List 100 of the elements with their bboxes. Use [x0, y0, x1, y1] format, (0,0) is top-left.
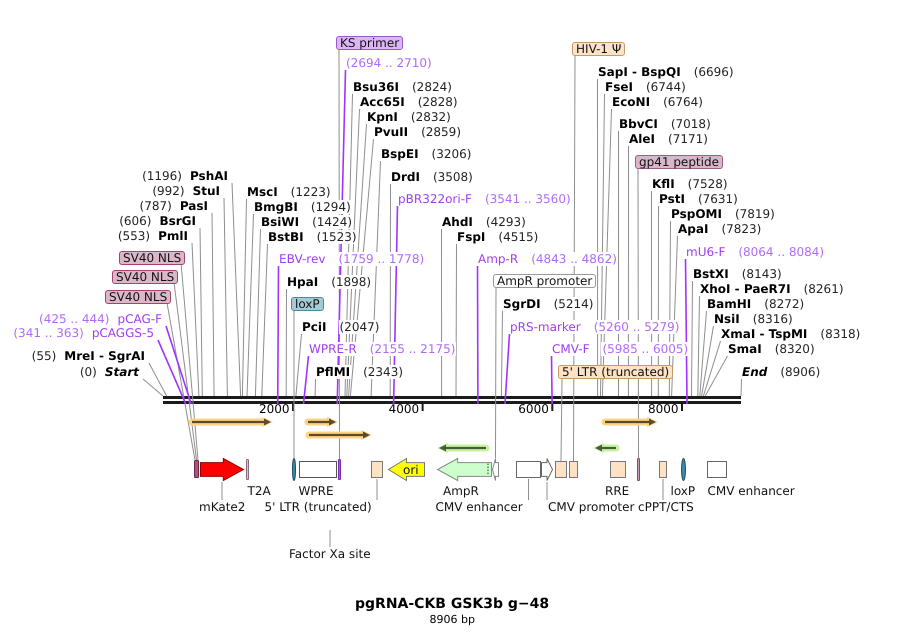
- leader-line: [224, 198, 228, 396]
- primer-position: (1759 .. 1778): [337, 252, 426, 266]
- enzyme-name: SmaI: [727, 342, 763, 356]
- orf-indicator: [437, 443, 490, 453]
- map-end-label: Start: [104, 365, 140, 379]
- cut-position: (8316): [752, 312, 794, 326]
- cut-position: (8261): [802, 282, 845, 296]
- leader-line: [295, 334, 302, 396]
- cut-position: (553): [116, 229, 152, 243]
- feature-label: SV40 NLS: [119, 251, 186, 265]
- leader-line: [254, 228, 261, 396]
- leader-line: [550, 356, 553, 404]
- cut-position: (1424): [311, 215, 354, 229]
- directional-feature: [388, 458, 425, 481]
- dna-backbone: [163, 396, 741, 404]
- feature-label: KS primer: [336, 36, 404, 50]
- leader-line: [528, 478, 529, 500]
- enzyme-name: PmlI: [157, 229, 189, 243]
- leader-line: [662, 478, 664, 500]
- leader-line: [242, 198, 247, 396]
- leader-line: [165, 326, 192, 404]
- cut-position: (992): [151, 184, 186, 198]
- leader-line: [232, 182, 242, 396]
- leader-line: [246, 214, 254, 396]
- enzyme-name: BamHI: [706, 297, 752, 311]
- enzyme-name: PasI: [178, 199, 209, 213]
- cut-position: (2824): [411, 80, 453, 94]
- primer-position: (425 .. 444): [38, 312, 110, 326]
- primer-position: (2155 .. 2175): [368, 342, 456, 356]
- feature-name: CMV promoter: [548, 500, 634, 514]
- cut-position: (2828): [416, 95, 459, 109]
- primer-position: (5985 .. 6005): [601, 342, 690, 356]
- leader-line: [691, 280, 693, 396]
- map-position: (0): [78, 365, 98, 379]
- feature-bar: [681, 458, 686, 481]
- enzyme-name: SgrDI: [502, 297, 542, 311]
- primer-name: pRS-marker: [509, 320, 582, 334]
- primer-name: pCAG-F: [116, 312, 163, 326]
- leader-line: [276, 266, 280, 404]
- enzyme-name: KpnI: [366, 110, 399, 124]
- directional-feature: [492, 458, 499, 481]
- cut-position: (3508): [432, 170, 474, 184]
- feature-name: Factor Xa site: [289, 547, 371, 561]
- enzyme-name: PspOMI: [670, 207, 723, 221]
- enzyme-name: XhoI - PaeR7I: [699, 282, 792, 296]
- feature-box: [707, 461, 727, 478]
- leader-line: [441, 228, 442, 396]
- primer-name: CMV-F: [551, 342, 590, 356]
- primer-name: mU6-F: [685, 245, 726, 259]
- enzyme-name: BmgBI: [253, 200, 299, 214]
- feature-label: gp41 peptide: [635, 155, 723, 169]
- feature-name: CMV enhancer: [436, 500, 523, 514]
- cut-position: (55): [30, 349, 58, 363]
- feature-label: HIV-1 Ψ: [572, 42, 626, 56]
- feature-bar: [338, 459, 341, 480]
- feature-bar: [194, 460, 199, 478]
- enzyme-name: BstXI: [692, 267, 730, 281]
- leader-line: [456, 244, 457, 396]
- enzyme-name: PstI: [658, 192, 686, 206]
- enzyme-name: PflMI: [315, 365, 352, 379]
- primer-name: WPRE-R: [308, 342, 358, 356]
- leader-line: [180, 264, 198, 460]
- feature-name: cPPT/CTS: [638, 500, 694, 514]
- enzyme-name: BbvCI: [618, 117, 659, 131]
- primer-position: (8064 .. 8084): [737, 245, 826, 259]
- cut-position: (4293): [484, 215, 527, 229]
- cut-position: (6764): [662, 95, 704, 109]
- cut-position: (787): [138, 199, 173, 213]
- scale-label: 8000: [648, 402, 679, 416]
- cut-position: (7823): [720, 222, 762, 236]
- enzyme-name: BsrGI: [158, 214, 197, 228]
- leader-line: [142, 378, 164, 396]
- enzyme-name: DrdI: [390, 170, 421, 184]
- leader-line: [302, 356, 310, 404]
- primer-name: pBR322ori-F: [397, 192, 473, 206]
- cut-position: (8318): [819, 327, 862, 341]
- leader-line: [697, 296, 700, 396]
- leader-line: [740, 378, 742, 396]
- leader-line: [314, 378, 316, 396]
- cut-position: (1196): [141, 169, 183, 183]
- leader-line: [192, 242, 200, 396]
- feature-name: T2A: [248, 484, 271, 498]
- orf-indicator: [188, 417, 273, 427]
- leader-line: [157, 340, 187, 404]
- feature-box: [569, 461, 578, 478]
- enzyme-name: BstBI: [267, 230, 305, 244]
- leader-line: [597, 78, 598, 396]
- enzyme-name: BspEI: [380, 147, 420, 161]
- cut-position: (2859): [420, 125, 462, 139]
- cut-position: (2832): [410, 110, 452, 124]
- orf-indicator: [304, 417, 338, 427]
- cut-position: (3206): [430, 147, 472, 161]
- cut-position: (8143): [740, 267, 783, 281]
- leader-line: [148, 362, 168, 396]
- leader-line: [699, 310, 707, 396]
- enzyme-name: MreI - SgrAI: [63, 349, 146, 363]
- feature-box: [659, 461, 667, 478]
- enzyme-name: MscI: [246, 185, 279, 199]
- leader-line: [704, 356, 728, 396]
- feature-box: [610, 461, 626, 478]
